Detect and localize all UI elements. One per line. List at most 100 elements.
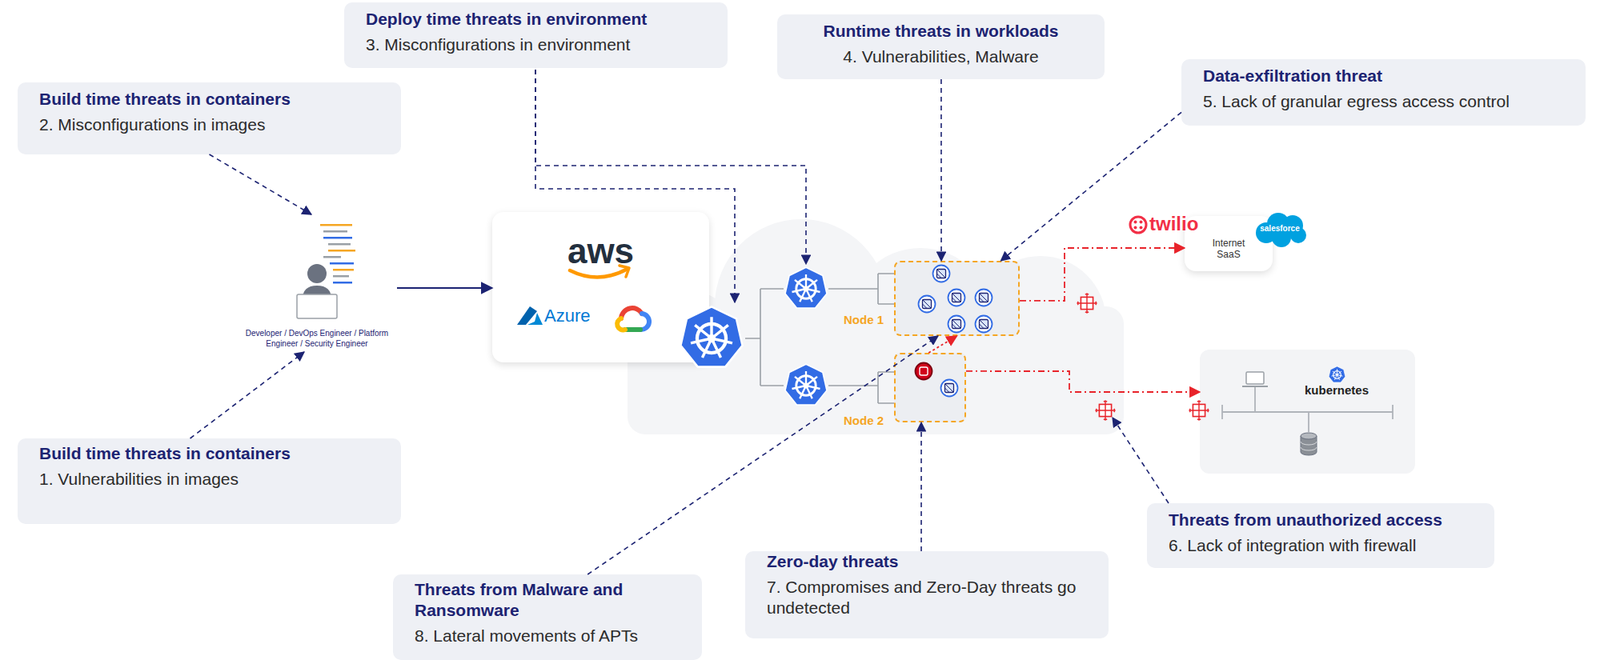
threat-arrow (587, 336, 939, 575)
callout-box: Zero-day threats 7. Compromises and Zero-… (745, 551, 1109, 639)
tree-line (828, 273, 895, 305)
code-line (320, 224, 353, 227)
code-line (329, 262, 354, 265)
cluster-tree (745, 273, 895, 404)
callout-text: 1. Vulnerabilities in images (39, 469, 382, 490)
code-line (323, 230, 348, 233)
twilio-dot (1134, 220, 1138, 225)
firewall-icon (1077, 293, 1097, 313)
person-body (302, 285, 332, 300)
k8s-control-plane-icon (680, 306, 742, 367)
laptop-icon (1246, 372, 1264, 385)
callout-box: Build time threats in containers 2. Misco… (17, 82, 402, 155)
google-cloud-logo (617, 308, 650, 330)
callout-box: Threats from Malware and Ransomware 8. La… (392, 574, 702, 661)
callout-box: Deploy time threats in environment 3. Mis… (344, 2, 728, 69)
k8s-small-icon (1328, 366, 1346, 383)
person-head (307, 264, 327, 284)
twilio-dot (1139, 220, 1143, 225)
code-line (332, 281, 353, 285)
callout-text: 6. Lack of integration with firewall (1168, 535, 1476, 557)
laptop (296, 294, 337, 319)
logo-box: awsAzure (492, 212, 710, 363)
callout-heading: Data-exfiltration threat (1203, 65, 1567, 87)
laptop-base (1242, 385, 1268, 388)
salesforce-cloud (1255, 212, 1307, 248)
network-line (1222, 387, 1393, 433)
salesforce-cloud-lobe (1271, 228, 1292, 248)
database-top (1300, 433, 1317, 440)
google-cloud-arc (625, 327, 641, 333)
code-line (332, 275, 349, 278)
k8s-worker-icon (785, 364, 827, 406)
pod-icon (975, 289, 993, 307)
onprem-network (1222, 366, 1393, 456)
node-label: aws (492, 233, 710, 269)
traffic-arrow (1019, 248, 1185, 301)
pod-icon (918, 296, 936, 313)
node-label: Node 1 (838, 312, 890, 328)
callout-heading: Zero-day threats (766, 551, 1090, 573)
twilio-ring (1130, 216, 1147, 233)
person-icon (296, 264, 337, 319)
user-icon-box: Developer / DevOps Engineer / Platform E… (236, 214, 397, 353)
node-label: kubernetes (1288, 383, 1385, 398)
k8s-node-box: Node 2 (894, 352, 967, 423)
pod-icon (948, 316, 966, 333)
callout-text: 2. Misconfigurations in images (39, 114, 382, 136)
database-rings (1300, 441, 1317, 451)
tree-line (828, 372, 895, 404)
leader-line (1112, 417, 1169, 504)
node-label: Developer / DevOps Engineer / Platform E… (236, 328, 397, 349)
google-cloud-arc (621, 308, 642, 319)
callout-box: Threats from unauthorized access 6. Lack … (1146, 503, 1495, 569)
firewall-icon (1189, 401, 1209, 421)
callout-text: 5. Lack of granular egress access contro… (1203, 91, 1567, 113)
code-line (323, 236, 353, 240)
callout-text: 4. Vulnerabilities, Malware (793, 46, 1089, 68)
leader-lines (535, 69, 1169, 504)
twilio-logo (1130, 216, 1147, 233)
azure-logo (527, 312, 543, 325)
salesforce-cloud-lobe (1290, 227, 1307, 244)
salesforce-cloud-lobe (1255, 222, 1277, 244)
threat-arrow (396, 287, 493, 289)
callout-heading: Deploy time threats in environment (365, 8, 709, 30)
pod-icon (941, 380, 959, 397)
code-line (328, 243, 351, 246)
aws-smile (569, 268, 628, 278)
salesforce-cloud-lobe (1282, 215, 1304, 237)
pod-icon (933, 265, 951, 283)
onprem-box: kubernetes (1199, 349, 1416, 474)
callout-heading: Threats from Malware and Ransomware (414, 579, 683, 622)
leader-line (535, 69, 807, 265)
traffic-arrow (966, 371, 1200, 393)
callout-heading: Threats from unauthorized access (1168, 509, 1476, 531)
pod-icon (948, 289, 966, 307)
k8s-worker-icon (785, 267, 827, 309)
compromised-pod-icon (915, 363, 933, 381)
callout-text: 3. Misconfigurations in environment (365, 34, 709, 56)
callout-heading: Runtime threats in workloads (793, 20, 1089, 42)
code-line (332, 268, 354, 272)
node-label: Node 2 (838, 413, 890, 429)
firewall-icon (1095, 401, 1115, 421)
callout-heading: Build time threats in containers (39, 443, 382, 465)
callout-text: 7. Compromises and Zero-Day threats go u… (766, 577, 1090, 619)
callout-box: Data-exfiltration threat 5. Lack of granu… (1181, 59, 1586, 126)
threat-arrow (209, 154, 313, 215)
google-cloud-arc (617, 318, 626, 330)
callout-heading: Build time threats in containers (39, 88, 382, 110)
leader-line (535, 69, 735, 303)
code-line (328, 249, 356, 253)
threat-arrow (940, 79, 943, 261)
aws-smile-arrow (619, 265, 630, 277)
callout-box: Build time threats in containers 1. Vulne… (17, 438, 402, 525)
threat-arrow (190, 352, 305, 439)
node-label: Internet SaaS (1204, 237, 1253, 261)
azure-logo (517, 306, 538, 325)
twilio-dot (1139, 226, 1143, 230)
node-label: Azure (544, 307, 609, 325)
salesforce-cloud-lobe (1267, 212, 1290, 236)
callout-text: 8. Lateral movements of APTs (414, 625, 683, 647)
